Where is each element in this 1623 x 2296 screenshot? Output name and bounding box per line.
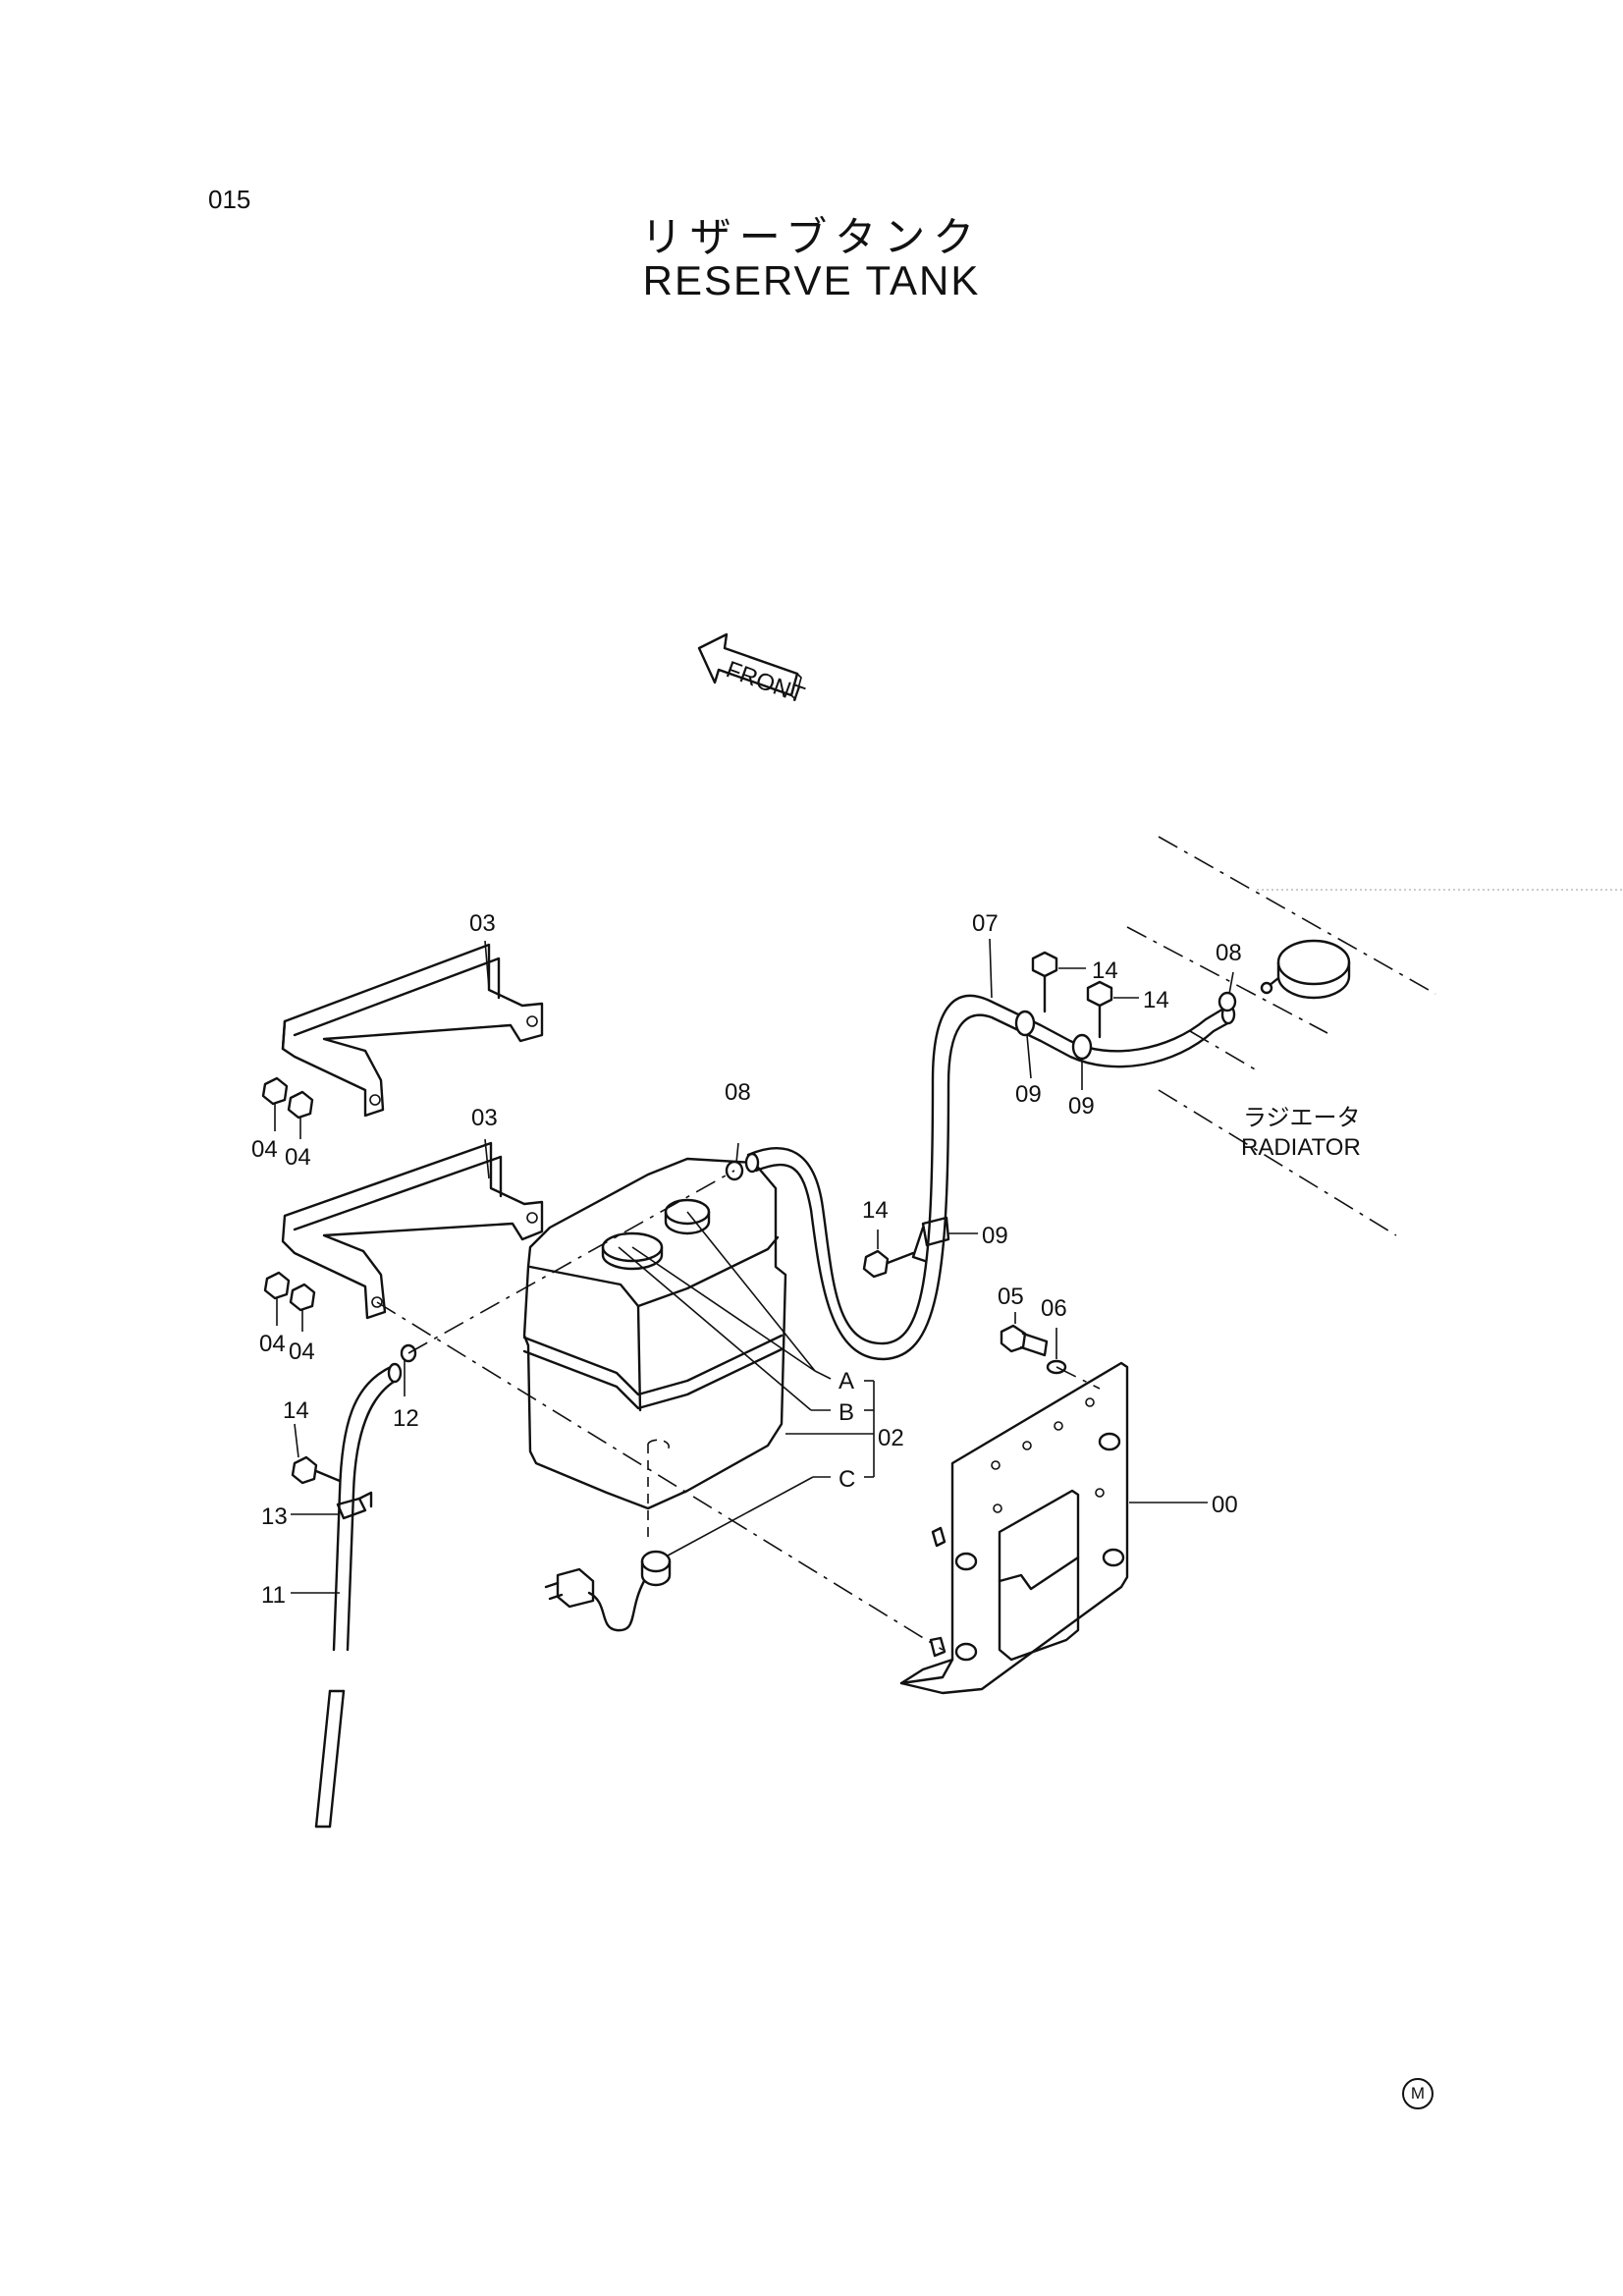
reserve-tank [522, 1157, 787, 1542]
callout-04-d: 04 [289, 1339, 315, 1365]
callout-08-radiator: 08 [1216, 940, 1242, 966]
nut-04-group [261, 1076, 316, 1332]
radiator-label-japanese: ラジエータ [1243, 1105, 1361, 1131]
tank-strap-lower [281, 1141, 544, 1320]
callout-11: 11 [261, 1582, 286, 1609]
callout-14-c: 14 [862, 1197, 889, 1224]
group-label-c: C [839, 1466, 855, 1493]
callout-09-c: 09 [982, 1223, 1008, 1249]
page-number: 015 [208, 185, 251, 214]
group-leaders [618, 1211, 875, 1557]
clamp-08-radiator [1217, 991, 1237, 1012]
bolt-14-group-upper [862, 951, 1113, 1279]
callout-07: 07 [972, 910, 999, 937]
alignment-line-upper [407, 1170, 735, 1354]
group-label-b: B [839, 1399, 854, 1426]
callout-13: 13 [261, 1503, 288, 1530]
alignment-line-washer [1055, 1366, 1101, 1390]
callout-00: 00 [1212, 1492, 1238, 1518]
radiator-hose-07 [744, 994, 1236, 1361]
callout-03-lower: 03 [471, 1105, 498, 1131]
manufacturer-mark: M [1402, 2078, 1434, 2109]
callout-12: 12 [393, 1405, 419, 1432]
callout-04-a: 04 [251, 1136, 278, 1163]
page-title: RESERVE TANK [642, 257, 981, 303]
callout-03-upper: 03 [469, 910, 496, 937]
level-sensor [544, 1550, 672, 1632]
callout-04-c: 04 [259, 1331, 286, 1357]
callout-06: 06 [1041, 1295, 1067, 1322]
tank-strap-upper [281, 943, 544, 1118]
radiator-label: RADIATOR [1241, 1134, 1361, 1161]
callout-09-b: 09 [1068, 1093, 1095, 1120]
front-arrow-icon: FRONT [697, 632, 808, 709]
alignment-line-lower [376, 1301, 944, 1651]
mounting-bracket [899, 1361, 1129, 1695]
group-label-a: A [839, 1368, 854, 1394]
callout-04-b: 04 [285, 1144, 311, 1171]
callout-14-d: 14 [283, 1397, 309, 1424]
radiator-outline [1126, 836, 1623, 1236]
callout-14-b: 14 [1143, 987, 1169, 1013]
callout-14-a: 14 [1092, 957, 1118, 984]
page-title-japanese: リザーブタンク [640, 213, 983, 261]
bolt-05-washer-06 [1000, 1324, 1067, 1375]
callout-08-tank: 08 [725, 1079, 751, 1106]
callout-leaders [291, 938, 1234, 1594]
overflow-tube-11 [291, 1343, 417, 1829]
callout-02: 02 [878, 1425, 904, 1451]
callout-09-a: 09 [1015, 1081, 1042, 1108]
callout-05: 05 [998, 1284, 1024, 1310]
